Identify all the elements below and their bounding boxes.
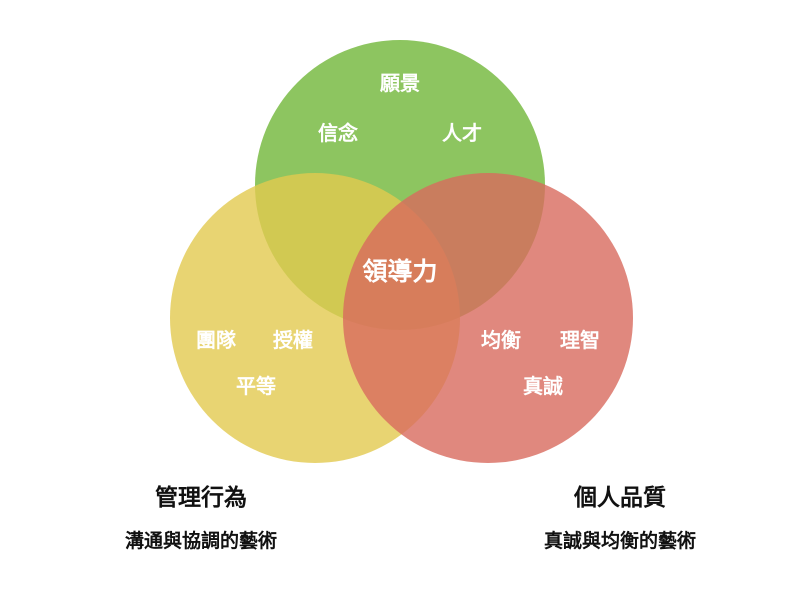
label-vision: 願景 xyxy=(380,71,420,95)
caption-personal-subtitle: 真誠與均衡的藝術 xyxy=(543,530,696,552)
label-sincerity: 真誠 xyxy=(523,374,563,398)
caption-management-title: 管理行為 xyxy=(155,485,247,511)
label-belief: 信念 xyxy=(318,121,358,145)
label-talent: 人才 xyxy=(442,121,482,145)
caption-management: 管理行為 溝通與協調的藝術 xyxy=(51,478,351,553)
label-team: 團隊 xyxy=(196,328,237,352)
caption-management-subtitle: 溝通與協調的藝術 xyxy=(124,530,277,552)
label-reason: 理智 xyxy=(560,328,600,352)
label-empowerment: 授權 xyxy=(273,328,313,352)
circle-personal xyxy=(343,173,633,463)
label-balance: 均衡 xyxy=(481,328,521,352)
label-leadership: 領導力 xyxy=(362,257,437,286)
caption-personal-title: 個人品質 xyxy=(574,485,666,511)
caption-personal: 個人品質 真誠與均衡的藝術 xyxy=(470,478,770,553)
label-equality: 平等 xyxy=(236,374,276,398)
